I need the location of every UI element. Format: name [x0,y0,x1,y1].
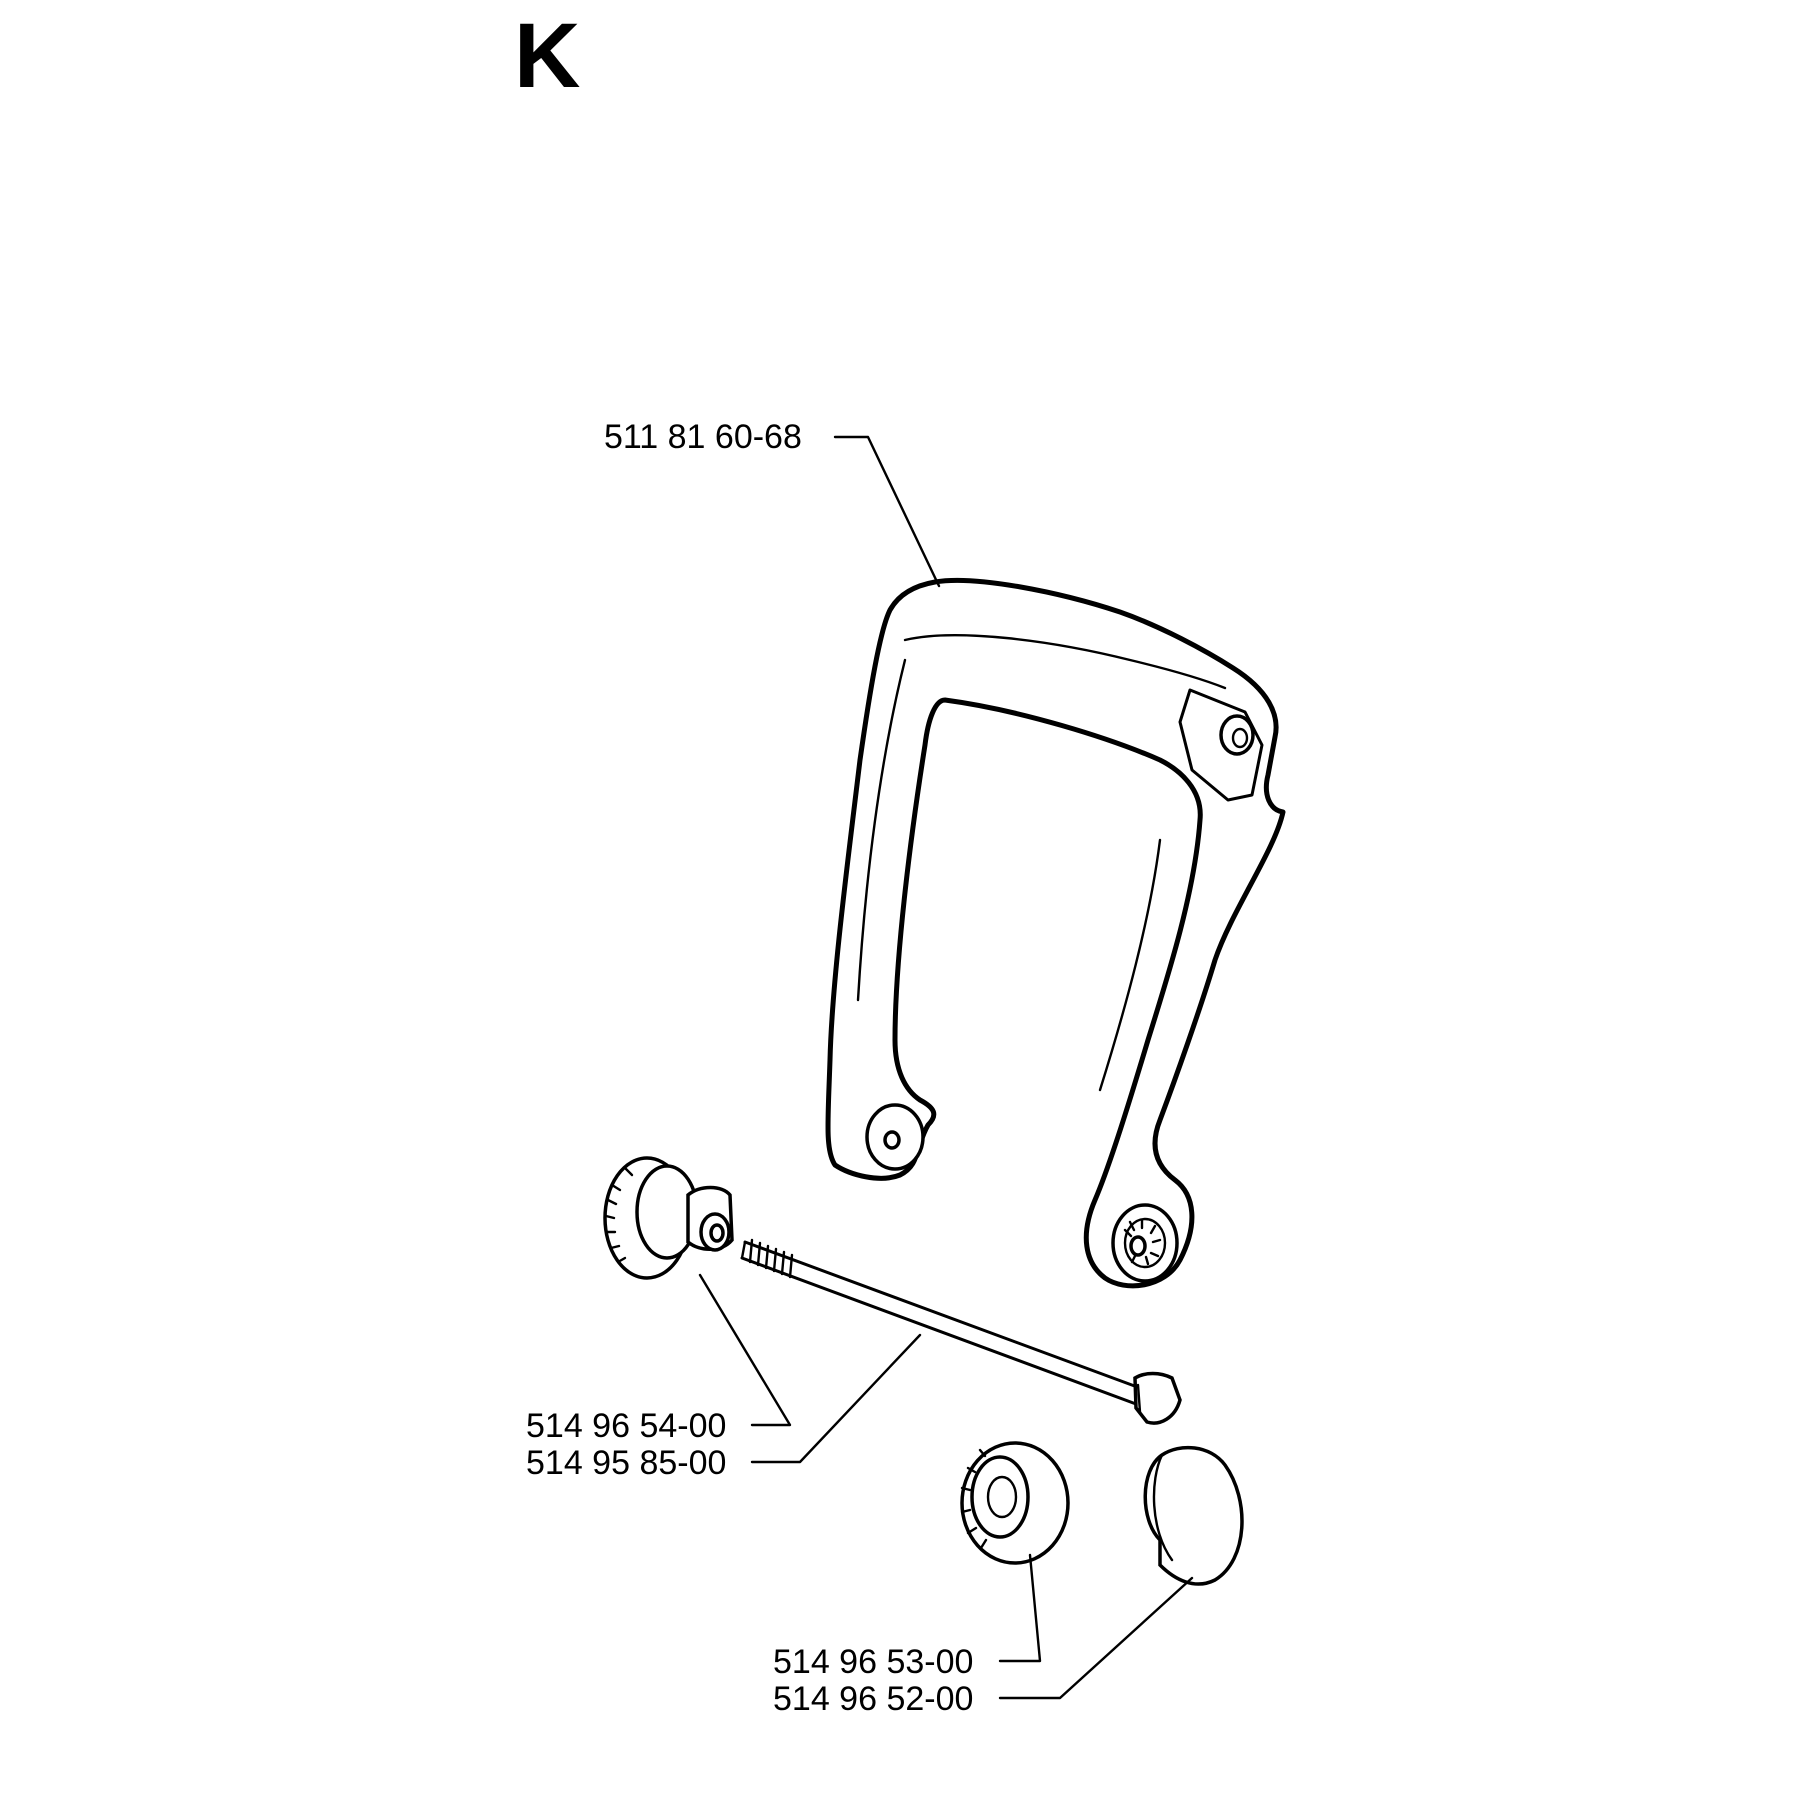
knob-icon [960,1441,1070,1565]
knob-icon [603,1156,734,1280]
part-label-bolt: 514 95 85-00 [526,1444,727,1482]
part-label-cap: 514 96 52-00 [773,1680,974,1718]
part-label-handle: 511 81 60-68 [604,418,802,456]
part-label-knob-left: 514 96 54-00 [526,1407,727,1445]
section-letter: K [514,5,581,107]
cap-icon [1143,1445,1244,1586]
bolt-icon [740,1238,1182,1425]
part-label-knob-right: 514 96 53-00 [773,1643,974,1681]
front-handle-icon [825,577,1286,1289]
leader-lines [698,435,1194,1700]
